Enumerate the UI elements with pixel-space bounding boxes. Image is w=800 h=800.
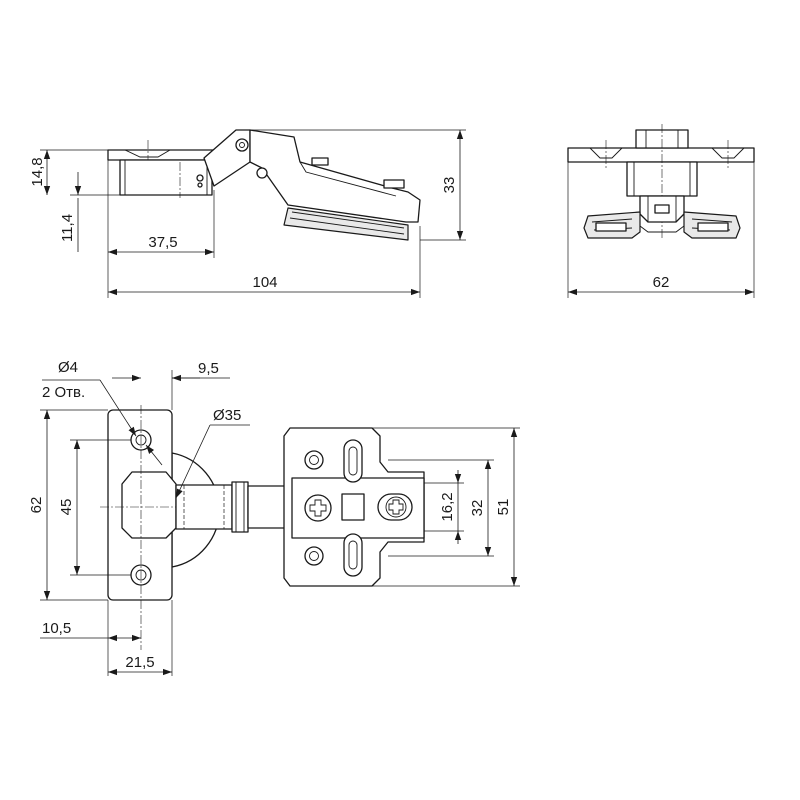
front-arm-slot	[654, 204, 670, 214]
top-cam-screw	[377, 493, 413, 521]
dim-cup-offset: 37,5	[108, 234, 214, 256]
dim-overall-height-label: 33	[441, 177, 458, 194]
front-view: 62	[567, 124, 755, 298]
dim-hole-diameter-label: Ø4	[58, 359, 78, 376]
dim-mount-hole-spacing-label: 32	[469, 500, 486, 517]
top-view-hinge-body	[100, 405, 425, 650]
side-cup-pin	[196, 174, 204, 182]
dim-cup-plate-height-label: 62	[28, 497, 45, 514]
top-view: Ø4 2 Отв. 9,5 Ø35 62 45	[28, 359, 520, 676]
dim-cup-plate-width: 21,5	[108, 654, 172, 676]
front-mount-left-slot	[595, 222, 627, 232]
side-screw-countersink	[124, 149, 171, 158]
front-mount-right-slot	[697, 222, 729, 232]
side-view: 14,8 11,4 37,5 104 33	[29, 129, 466, 298]
dim-cup-plate-width-label: 21,5	[125, 654, 154, 671]
dim-hole-edge-offset: 9,5	[112, 360, 230, 382]
dim-cup-depth-label: 11,4	[59, 214, 76, 242]
dim-hole-spacing: 45	[58, 440, 81, 575]
dim-cup-depth: 11,4	[59, 172, 82, 252]
dim-plate-thickness: 14,8	[29, 150, 51, 195]
top-cam-phillips-icon	[388, 499, 404, 515]
dim-hole-spacing-label: 45	[58, 499, 75, 516]
dim-slot-spacing-label: 16,2	[439, 492, 456, 521]
dim-slot-spacing: 16,2	[439, 470, 462, 544]
top-arm-link	[231, 481, 249, 533]
dim-overall-length-label: 104	[252, 274, 277, 291]
dim-front-width-label: 62	[653, 274, 670, 291]
dim-cup-diameter-label: Ø35	[213, 407, 241, 424]
side-pivot-pin	[235, 138, 249, 152]
side-arm-tab-2	[383, 179, 405, 189]
top-mount-hole-lower-left	[304, 546, 324, 566]
top-mount-slot-lower	[343, 533, 363, 577]
side-mounting-plate-lines	[289, 211, 405, 235]
front-view-hinge-body	[567, 124, 755, 240]
front-view-extension-lines	[567, 162, 755, 298]
dim-hole-count-label: 2 Отв.	[42, 384, 85, 401]
side-view-hinge-body	[107, 129, 421, 241]
side-pivot-pin-core	[239, 142, 245, 148]
side-arm-rivet	[256, 167, 268, 179]
dim-mount-plate-height-label: 51	[495, 499, 512, 516]
dim-edge-distance: 10,5	[40, 620, 141, 642]
dim-cup-diameter: Ø35	[175, 407, 250, 499]
top-view-extension-lines	[40, 370, 520, 676]
dim-mount-plate-height: 51	[495, 428, 518, 586]
side-arm-bend-line	[299, 161, 397, 197]
side-arm-tab-1	[311, 157, 329, 166]
side-hinge-arm	[249, 129, 421, 223]
top-adjust-window	[341, 493, 365, 521]
dim-overall-height: 33	[441, 130, 464, 240]
front-cup-plate	[567, 147, 755, 163]
dim-hole-edge-offset-label: 9,5	[198, 360, 219, 377]
dim-overall-length: 104	[108, 274, 420, 296]
top-cup-recess	[121, 471, 177, 539]
top-arm	[175, 484, 233, 530]
dim-hole-diameter: Ø4 2 Отв.	[42, 359, 163, 466]
top-phillips-icon	[309, 499, 327, 517]
dim-cup-offset-label: 37,5	[148, 234, 177, 251]
side-cup-pin-small	[197, 182, 203, 188]
dim-front-width: 62	[568, 274, 754, 296]
dim-mount-hole-spacing: 32	[469, 460, 492, 556]
top-mount-hole-upper-left	[304, 450, 324, 470]
side-mounting-plate	[283, 207, 409, 241]
side-pivot-bracket	[203, 129, 251, 187]
dim-plate-thickness-label: 14,8	[29, 157, 46, 186]
dim-cup-plate-height: 62	[28, 410, 51, 600]
dim-edge-distance-label: 10,5	[42, 620, 71, 637]
top-adjust-screw	[304, 494, 332, 522]
top-mount-slot-upper	[343, 439, 363, 483]
